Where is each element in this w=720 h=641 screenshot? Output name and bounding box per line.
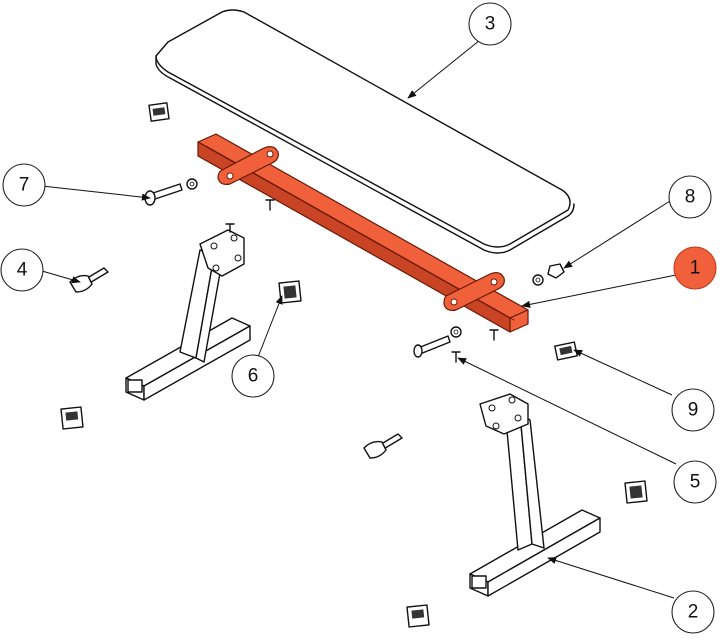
leader-lines (41, 39, 677, 599)
square-cap-right (624, 480, 648, 504)
callout-5: 5 (673, 460, 717, 504)
floor-cap-bottom (406, 604, 430, 628)
callout-2: 2 (671, 590, 715, 634)
rect-cap-9 (554, 341, 578, 361)
rail-cap-top (148, 102, 170, 122)
leg-right (469, 393, 601, 597)
callout-7: 7 (2, 163, 46, 207)
callout-label: 5 (690, 472, 701, 493)
callout-label: 8 (685, 187, 696, 208)
bolt-washer-5 (413, 326, 462, 363)
small-screw-rail-right (489, 329, 499, 341)
pop-pin-4 (69, 267, 109, 293)
callout-label: 4 (17, 260, 28, 281)
callout-label: 7 (19, 175, 30, 196)
callout-3: 3 (468, 2, 512, 46)
callout-label: 6 (248, 366, 259, 387)
nut-washer-8 (532, 263, 565, 286)
callout-4: 4 (0, 248, 44, 292)
center-rail (197, 133, 529, 333)
seat-pad (155, 9, 575, 254)
pop-pin-lower (363, 433, 403, 459)
leg-left (125, 223, 251, 401)
callout-9: 9 (671, 388, 715, 432)
callout-label: 1 (690, 258, 701, 279)
callout-1: 1 (673, 246, 717, 290)
callout-label: 9 (688, 400, 699, 421)
small-screw-rail-left (265, 199, 275, 211)
callout-6: 6 (231, 354, 275, 398)
callout-8: 8 (668, 175, 712, 219)
floor-cap-left (60, 406, 84, 430)
bolt-washer-7 (144, 178, 198, 206)
callout-label: 3 (485, 14, 496, 35)
callout-label: 2 (688, 602, 699, 623)
square-cap-6 (278, 280, 302, 304)
